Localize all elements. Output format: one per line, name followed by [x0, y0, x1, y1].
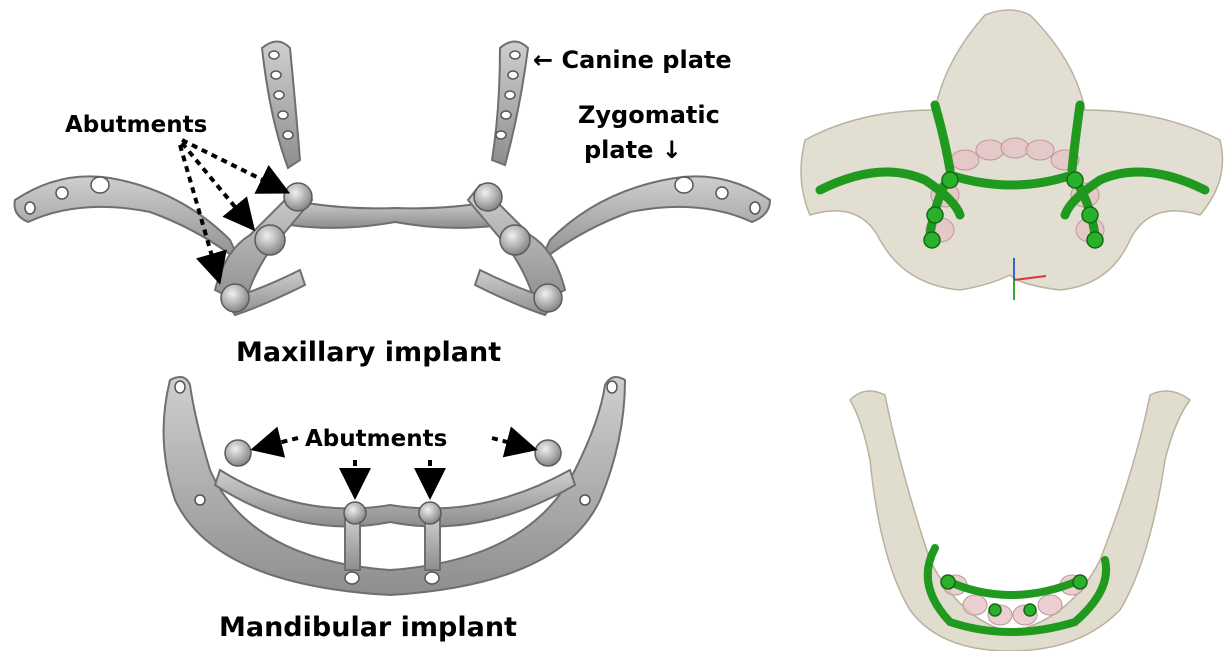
right-zygomatic-plate	[540, 176, 770, 262]
maxillary-abutments-label: Abutments	[65, 112, 207, 138]
left-canine-plate	[262, 42, 300, 169]
right-canine-plate	[492, 42, 528, 166]
maxillary-bar	[290, 200, 500, 228]
zygomatic-plate-label-line1: Zygomatic	[578, 101, 720, 129]
canine-plate-label: ← Canine plate	[533, 46, 732, 74]
maxilla-render	[801, 10, 1223, 300]
mandible-render	[850, 391, 1190, 651]
mandibular-inner-bar	[215, 470, 575, 526]
mandibular-abutments-label: Abutments	[305, 426, 447, 452]
maxillary-implant	[15, 42, 770, 316]
maxillary-implant-caption: Maxillary implant	[236, 337, 501, 368]
mandibular-implant	[164, 377, 625, 595]
zygomatic-plate-label-line2: plate ↓	[584, 136, 682, 164]
left-zygomatic-plate	[15, 176, 240, 262]
mandibular-implant-caption: Mandibular implant	[219, 612, 517, 643]
